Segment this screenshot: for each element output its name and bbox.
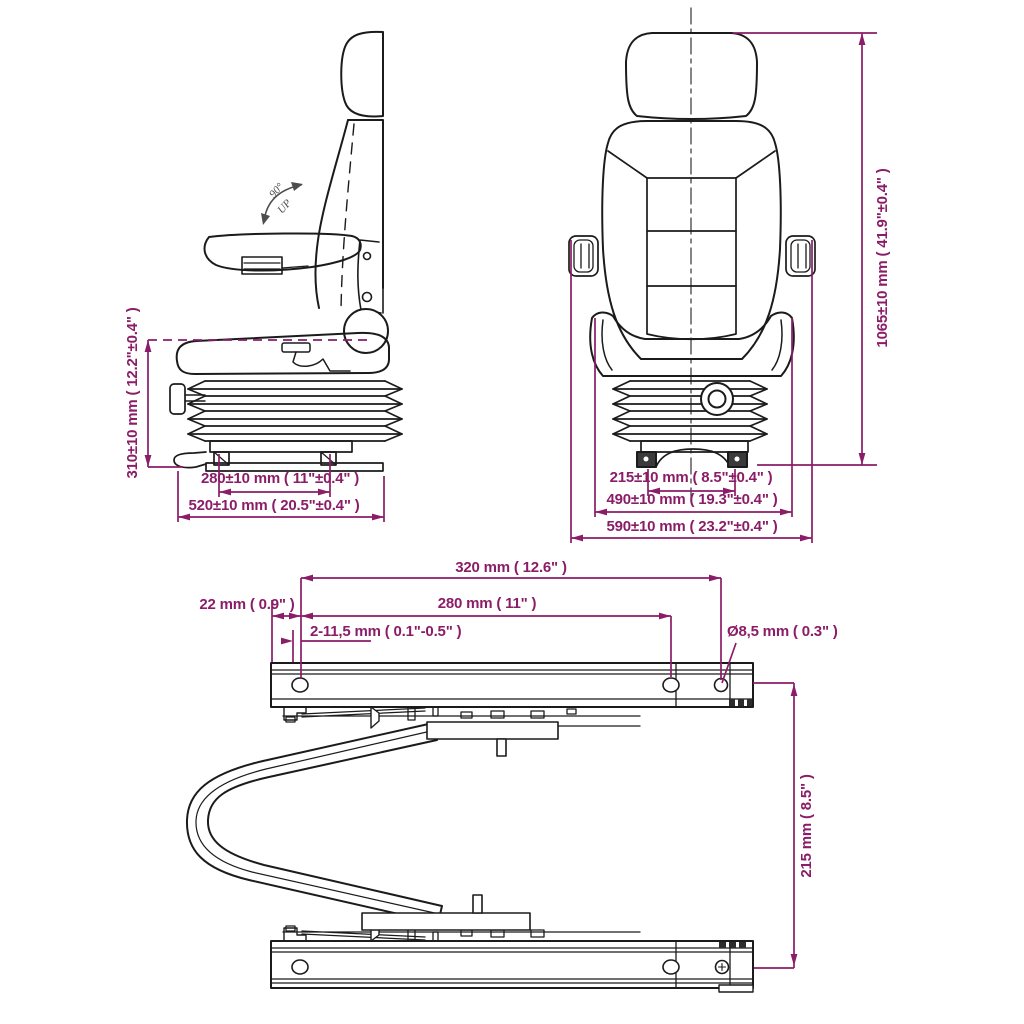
dim-rail-hole-diameter: Ø8,5 mm ( 0.3" )	[727, 623, 838, 640]
dim-front-overall-width: 590±10 mm ( 23.2"±0.4" )	[606, 518, 778, 535]
backrest-front	[601, 120, 782, 360]
dim-rail-edge-offset: 22 mm ( 0.9" )	[199, 596, 295, 613]
base-hook	[173, 451, 207, 469]
mounting-hole	[662, 959, 680, 975]
seat-slide-assembly	[185, 662, 754, 993]
upper-slide-rail	[270, 662, 754, 757]
dim-rail-hole-span-outer: 320 mm ( 12.6" )	[455, 559, 567, 576]
adjustment-knob	[700, 382, 734, 416]
headrest-side	[340, 30, 384, 118]
armrest-left-front	[568, 235, 599, 277]
headrest-front	[625, 32, 758, 120]
dim-rail-slot-range: 2-11,5 mm ( 0.1"-0.5" )	[310, 623, 462, 640]
suspension-bellows-front	[612, 380, 768, 442]
seat-cushion-side	[175, 331, 390, 375]
dim-side-depth: 520±10 mm ( 20.5"±0.4" )	[188, 497, 360, 514]
seat-cushion-front	[589, 311, 795, 377]
scissor-link	[185, 722, 443, 924]
dimension-annotations	[144, 32, 877, 969]
dim-front-foot-span: 215±10 mm ( 8.5"±0.4" )	[609, 469, 773, 486]
backrest-pivot	[343, 308, 389, 354]
dim-rail-distance: 215 mm ( 8.5" )	[798, 774, 816, 878]
suspension-bellows-side	[187, 380, 403, 442]
dim-side-base-width: 280±10 mm ( 11"±0.4" )	[200, 470, 360, 487]
armrest-side	[203, 232, 362, 272]
mounting-hole	[662, 677, 680, 693]
dim-side-seat-height: 310±10 mm ( 12.2"±0.4" )	[124, 307, 142, 479]
lower-slide-rail	[270, 894, 754, 993]
dim-front-overall-height: 1065±10 mm ( 41.9"±0.4" )	[874, 168, 892, 348]
armrest-right-front	[785, 235, 816, 277]
dim-front-seat-width: 490±10 mm ( 19.3"±0.4" )	[606, 491, 778, 508]
dim-rail-hole-span-inner: 280 mm ( 11" )	[437, 595, 537, 612]
mounting-feet	[636, 451, 748, 468]
dimension-arrowheads	[144, 33, 866, 966]
side-view-seat	[169, 30, 403, 472]
rotation-arrow-heads	[261, 182, 303, 225]
front-view-seat	[568, 7, 816, 503]
mounting-hole	[291, 959, 309, 975]
mounting-hole	[291, 677, 309, 693]
height-adjust-handle	[169, 383, 186, 415]
mounting-hole-8-5	[713, 677, 729, 693]
